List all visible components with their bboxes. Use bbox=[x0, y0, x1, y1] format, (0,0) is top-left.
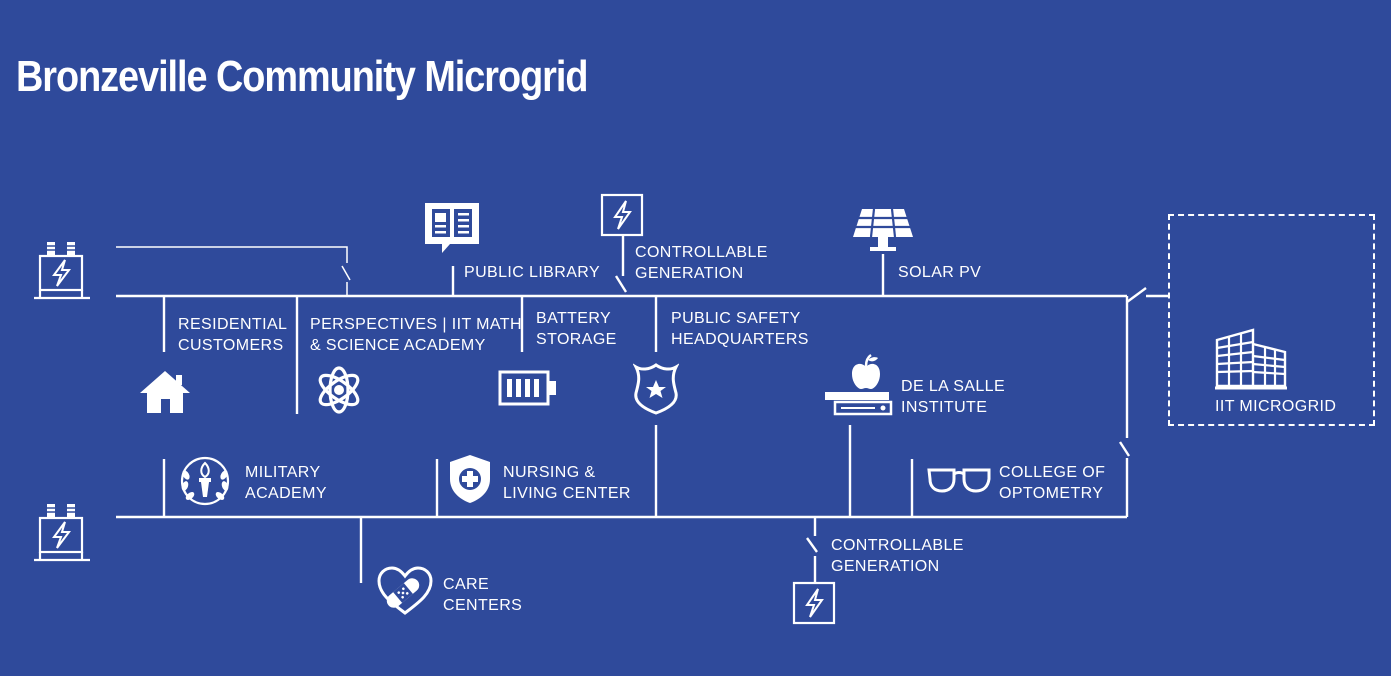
military-academy-label: MILITARY ACADEMY bbox=[245, 464, 327, 502]
torch-wreath-icon bbox=[180, 456, 230, 506]
tie-switch bbox=[1118, 296, 1131, 517]
iit-microgrid-box bbox=[1168, 214, 1375, 426]
public-safety-label: PUBLIC SAFETY HEADQUARTERS bbox=[671, 310, 809, 348]
bandaged-heart-icon bbox=[377, 566, 433, 615]
page-title: Bronzeville Community Microgrid bbox=[16, 52, 588, 101]
college-optometry-label: COLLEGE OF OPTOMETRY bbox=[999, 464, 1106, 502]
lightning-box-icon bbox=[792, 581, 836, 625]
house-icon bbox=[140, 371, 190, 413]
gen-bottom-drop bbox=[806, 517, 818, 583]
controllable-generation-bottom-label: CONTROLLABLE GENERATION bbox=[831, 537, 964, 575]
solar-panel-icon bbox=[853, 208, 913, 251]
apple-books-icon bbox=[825, 353, 893, 416]
book-icon bbox=[425, 203, 479, 253]
perspectives-label: PERSPECTIVES | IIT MATH & SCIENCE ACADEM… bbox=[310, 316, 522, 354]
nursing-label: NURSING & LIVING CENTER bbox=[503, 464, 631, 502]
lightning-box-icon bbox=[600, 193, 644, 237]
office-building-icon bbox=[1215, 328, 1287, 390]
iit-microgrid-label: IIT MICROGRID bbox=[1215, 398, 1337, 415]
de-la-salle-label: DE LA SALLE INSTITUTE bbox=[901, 378, 1006, 416]
controllable-generation-top-label: CONTROLLABLE GENERATION bbox=[635, 244, 768, 282]
atom-icon bbox=[318, 366, 360, 414]
top-feed-line bbox=[116, 246, 351, 296]
transformer-icon bbox=[34, 504, 90, 562]
public-library-label: PUBLIC LIBRARY bbox=[464, 264, 601, 281]
solar-pv-label: SOLAR PV bbox=[898, 264, 982, 281]
eyeglasses-icon bbox=[927, 468, 991, 493]
medical-shield-icon bbox=[450, 455, 490, 503]
transformer-icon bbox=[34, 242, 90, 300]
residential-customers-label: RESIDENTIAL CUSTOMERS bbox=[178, 316, 288, 354]
care-centers-label: CARE CENTERS bbox=[443, 576, 523, 614]
battery-icon bbox=[498, 370, 556, 406]
iit-switch bbox=[1126, 287, 1147, 303]
gen-top-drop bbox=[614, 236, 628, 293]
battery-storage-label: BATTERY STORAGE bbox=[536, 310, 617, 348]
police-badge-icon bbox=[633, 363, 679, 415]
